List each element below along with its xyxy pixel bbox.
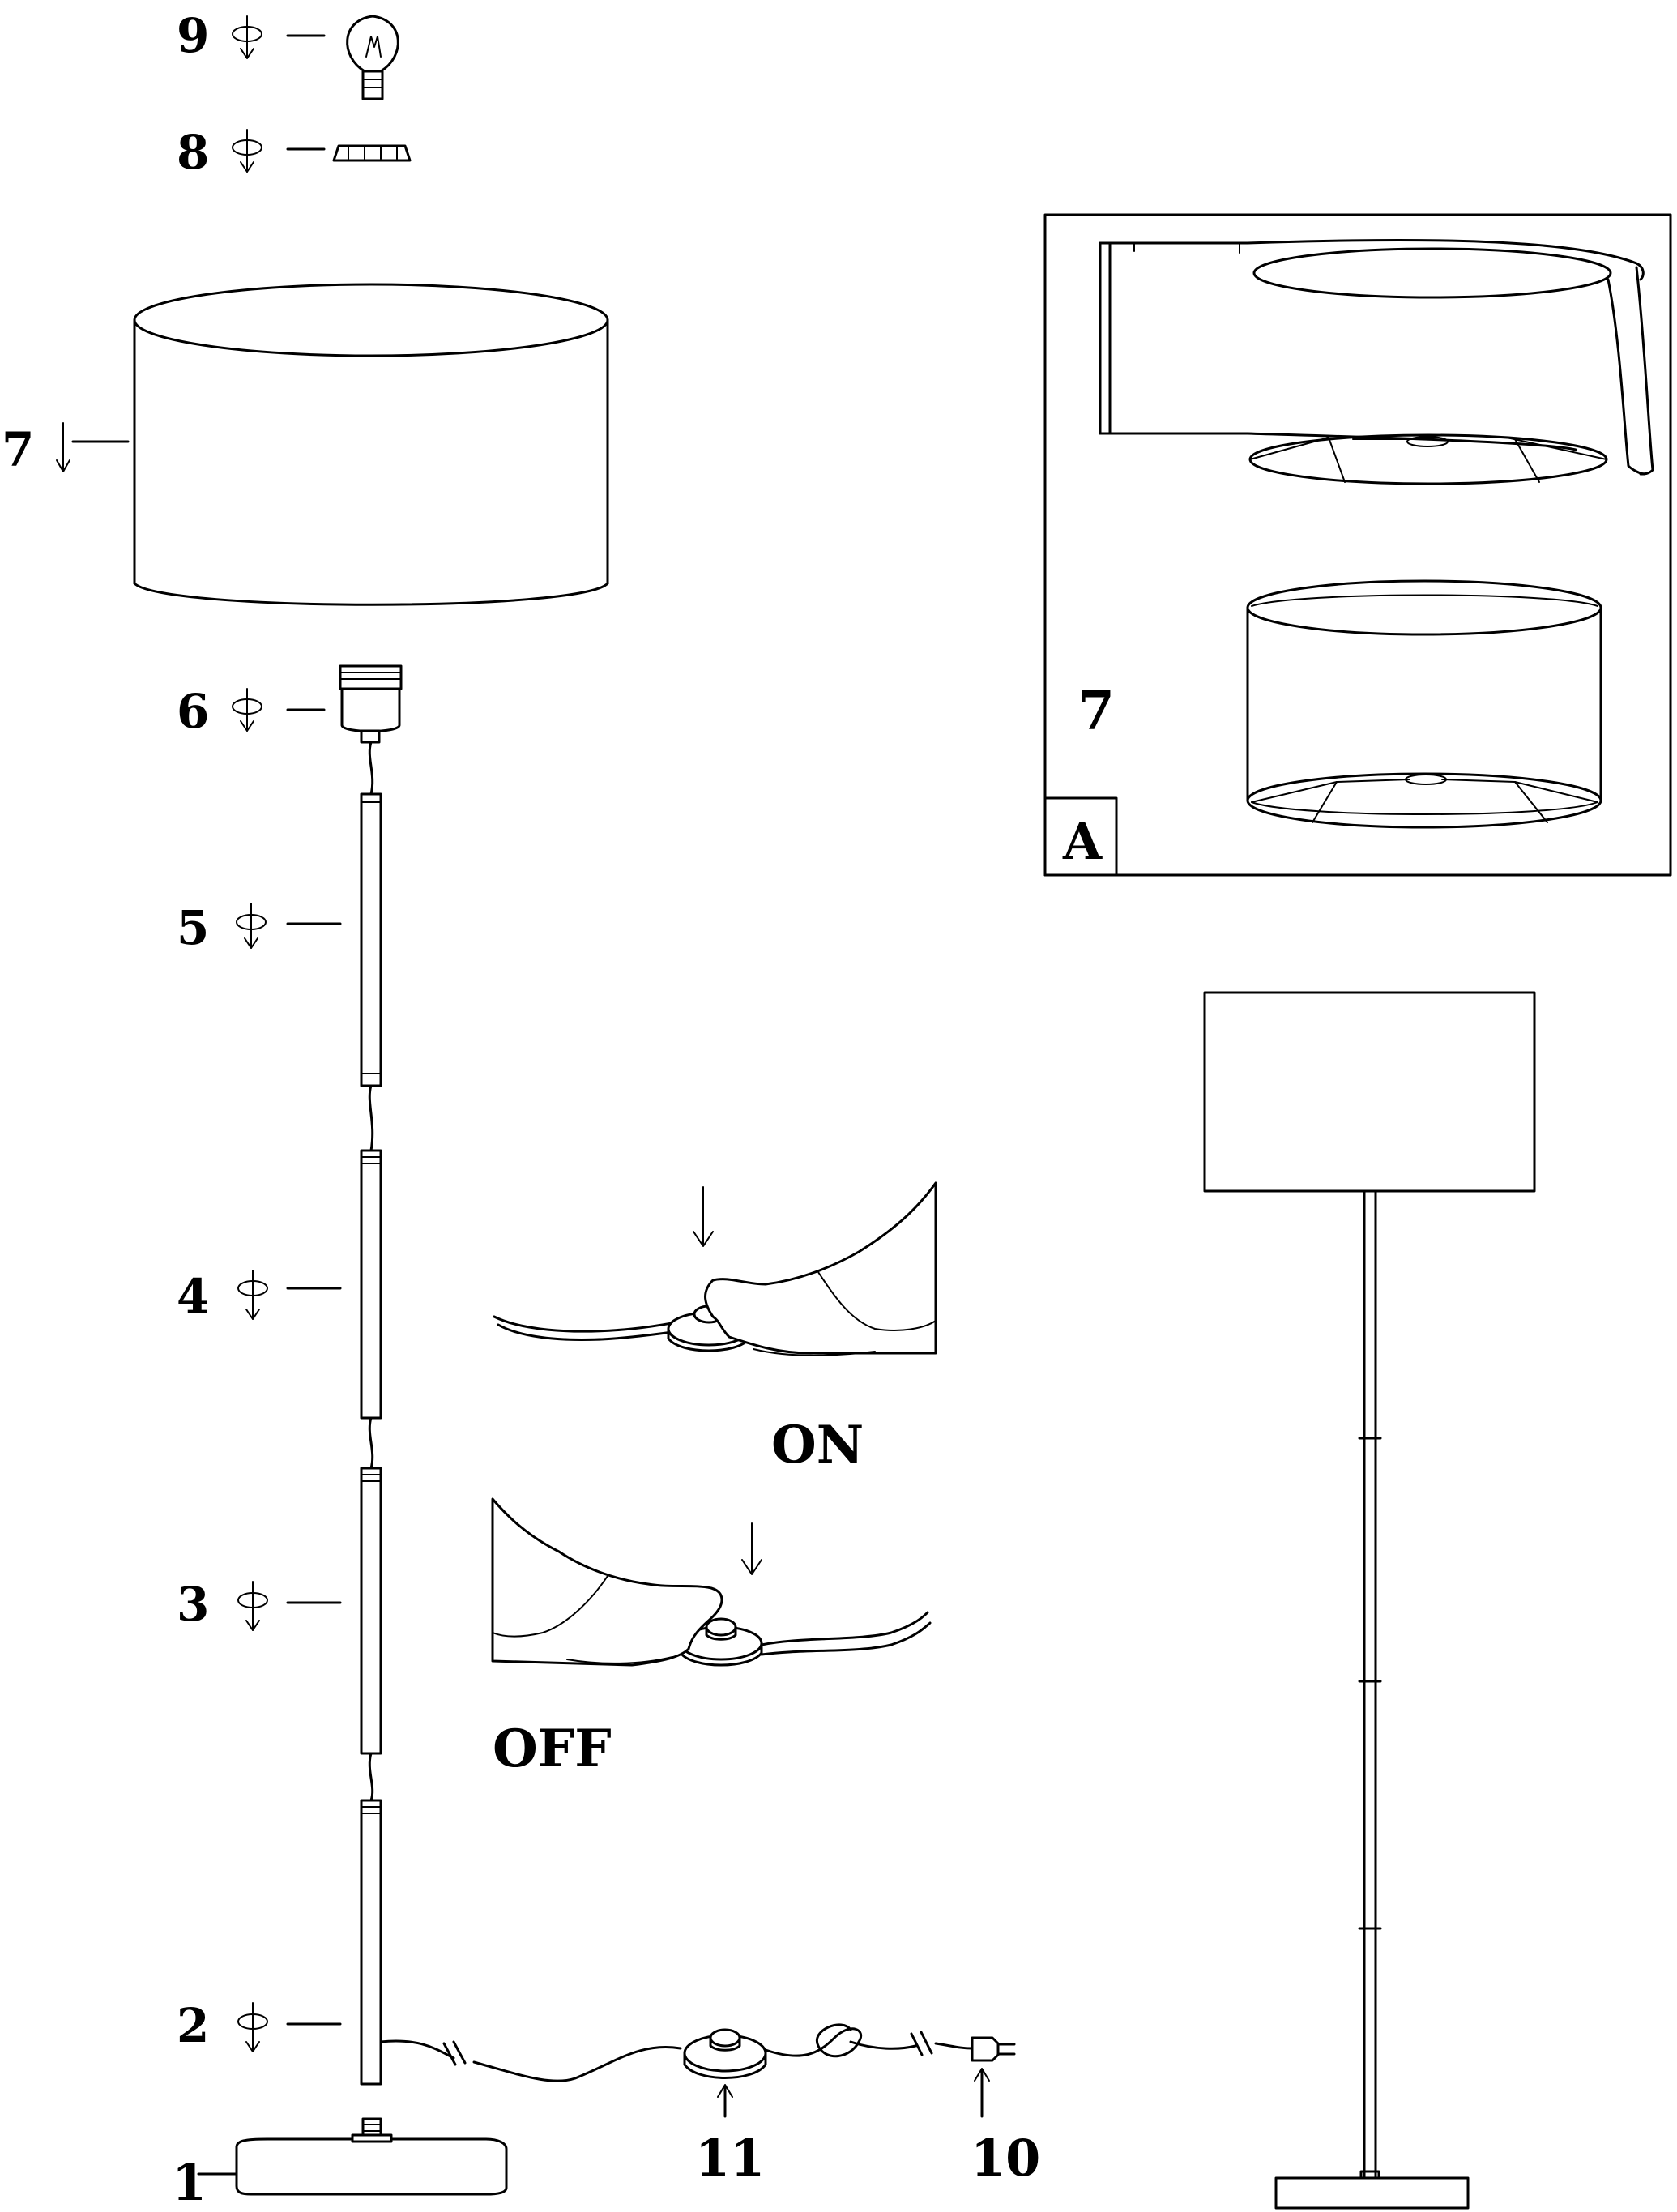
label-part-2: 2 [177,1998,209,2053]
detail-box-a: 7 A [1043,213,1672,877]
part-3-callout: 3 [177,1577,342,1632]
detail-box-label: A [1062,812,1103,871]
label-part-10: 10 [971,2129,1040,2188]
switch-on-illustration: ON [493,1181,937,1475]
foot-pressing-icon [704,1181,937,1356]
rotate-down-icon [232,688,262,732]
arrow-down-icon [693,1186,714,1247]
pole-tube-4 [360,1149,382,1420]
shade-ring-icon [332,144,412,162]
label-part-6: 6 [177,684,209,739]
label-part-1: 1 [172,2153,207,2212]
pole-tube-5 [360,792,382,1087]
lamp-shade-drawing [133,283,609,606]
shade-fitting-top-drawing [1099,238,1654,485]
part-6-socket-callout: 6 [177,664,403,796]
part-9-bulb-callout: 9 [177,8,399,100]
plug-drawing [971,2036,1016,2062]
label-part-3: 3 [177,1577,209,1632]
part-11-callout: 11 [695,2084,765,2188]
pole-tube-3 [360,1467,382,1755]
power-cord [379,2023,974,2082]
label-part-8: 8 [177,125,209,180]
switch-on-label: ON [771,1415,864,1475]
part-4-callout: 4 [177,1269,342,1324]
arrow-down-icon [56,422,70,472]
part-5-callout: 5 [177,900,342,955]
part-7-shade-callout: 7 [2,283,609,606]
foot-hovering-icon [491,1497,723,1667]
switch-off-label: OFF [493,1719,612,1779]
label-part-4: 4 [177,1269,209,1324]
switch-off-illustration: OFF [491,1497,932,1779]
assembled-lamp-drawing [1203,991,1536,2210]
light-bulb-icon [346,15,399,100]
label-part-11: 11 [695,2129,765,2188]
part-10-callout: 10 [971,2068,1040,2188]
part-2-callout: 2 [177,1998,342,2053]
arrow-down-icon [741,1522,762,1575]
lamp-socket-drawing [339,664,403,796]
detail-part-label: 7 [1077,679,1115,742]
foot-switch-icon [679,1617,763,1667]
rotate-down-icon [232,15,262,59]
pole-tube-2 [360,1799,382,2086]
part-8-ring-callout: 8 [177,125,412,180]
label-part-5: 5 [177,900,209,955]
rotate-down-icon [237,1581,268,1631]
label-part-7: 7 [2,422,34,477]
shade-fitting-bottom-drawing [1246,579,1602,829]
exploded-pole [360,792,382,2086]
rotate-down-icon [237,1270,268,1320]
base-plate-drawing [235,2117,508,2196]
foot-switch-drawing [683,2028,767,2079]
label-part-9: 9 [177,8,209,63]
rotate-down-icon [236,903,267,949]
part-1-base-callout: 1 [172,2117,508,2212]
rotate-down-icon [232,129,262,173]
rotate-down-icon [237,2002,268,2052]
